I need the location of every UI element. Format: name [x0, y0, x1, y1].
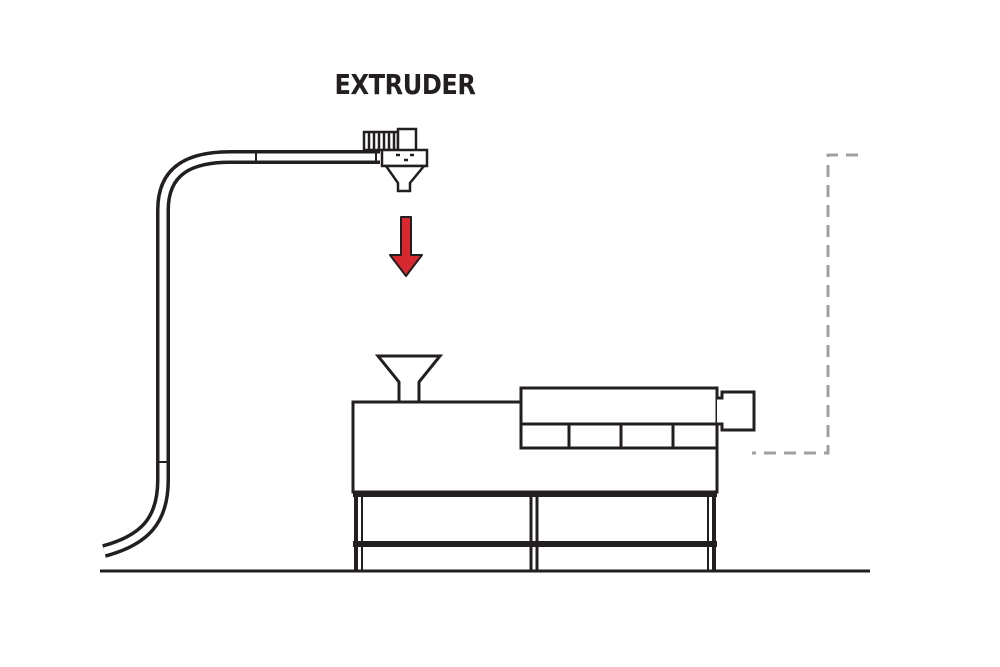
extruder-machine [351, 354, 756, 571]
vacuum-conveyor-tube [102, 150, 380, 558]
dashed-outline [752, 153, 858, 455]
heater-bands [519, 422, 719, 450]
barrel [519, 386, 719, 426]
down-arrow-icon [389, 216, 423, 277]
die [717, 390, 756, 432]
machine-stand [353, 491, 717, 571]
loader-receiver [362, 127, 429, 193]
diagram-title: EXTRUDER [334, 68, 476, 101]
feed-hopper [374, 354, 444, 404]
